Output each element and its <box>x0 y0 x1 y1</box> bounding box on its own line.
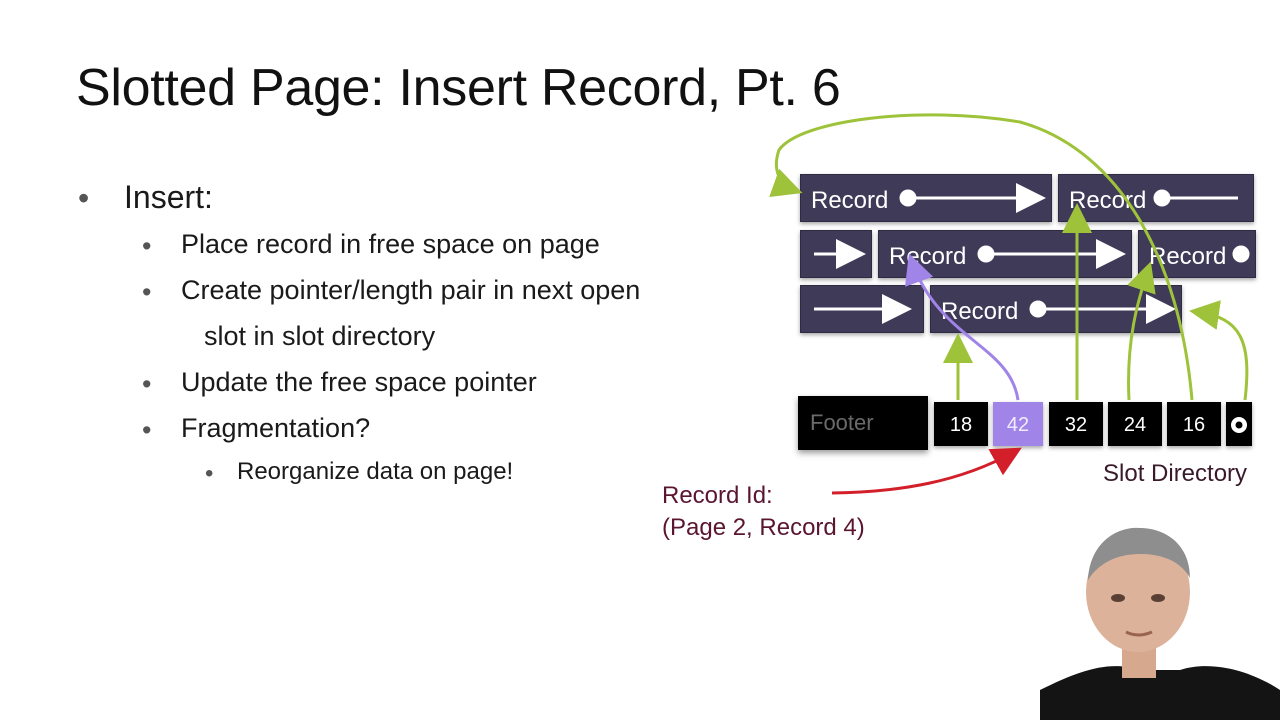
slot-pointer-arrows <box>769 113 1249 401</box>
record-label: Record <box>941 298 1019 325</box>
record-id-line2: (Page 2, Record 4) <box>662 514 865 541</box>
bullet-dot-icon: • <box>78 180 90 216</box>
presenter-webcam <box>1040 520 1280 720</box>
slot-cell: 24 <box>1108 402 1162 446</box>
bullet-fragmentation: Fragmentation? <box>181 413 371 443</box>
bullet-update-pointer: Update the free space pointer <box>181 367 537 397</box>
bullet-reorganize: Reorganize data on page! <box>237 458 514 485</box>
record-label: Record <box>811 187 889 214</box>
new-record-pointer-arrow <box>904 253 1020 401</box>
bullet-dot-icon: • <box>205 460 214 487</box>
slot-cell: 32 <box>1049 402 1103 446</box>
slide-title: Slotted Page: Insert Record, Pt. 6 <box>76 59 841 117</box>
record-id-arrow <box>831 447 1022 495</box>
bullet-dot-icon: • <box>142 231 152 261</box>
bullet-create-pointer-line1: Create pointer/length pair in next open <box>181 275 641 305</box>
slot-directory-label: Slot Directory <box>1103 460 1248 487</box>
bullet-insert: Insert: <box>124 179 213 215</box>
bullet-dot-icon: • <box>142 369 152 399</box>
slot-cell: 18 <box>934 402 988 446</box>
record-id-annotation: Record Id: (Page 2, Record 4) <box>662 480 865 544</box>
bullet-dot-icon: • <box>142 277 152 307</box>
bullet-dot-icon: • <box>142 415 152 445</box>
slot-cell: 16 <box>1167 402 1221 446</box>
record-id-line1: Record Id: <box>662 482 773 509</box>
bullet-create-pointer-line2: slot in slot directory <box>204 321 436 351</box>
bullet-place-record: Place record in free space on page <box>181 229 600 259</box>
record-length-arrows <box>814 183 1250 324</box>
slot-cell-highlighted: 42 <box>993 402 1043 446</box>
page-footer: Footer <box>798 396 928 450</box>
